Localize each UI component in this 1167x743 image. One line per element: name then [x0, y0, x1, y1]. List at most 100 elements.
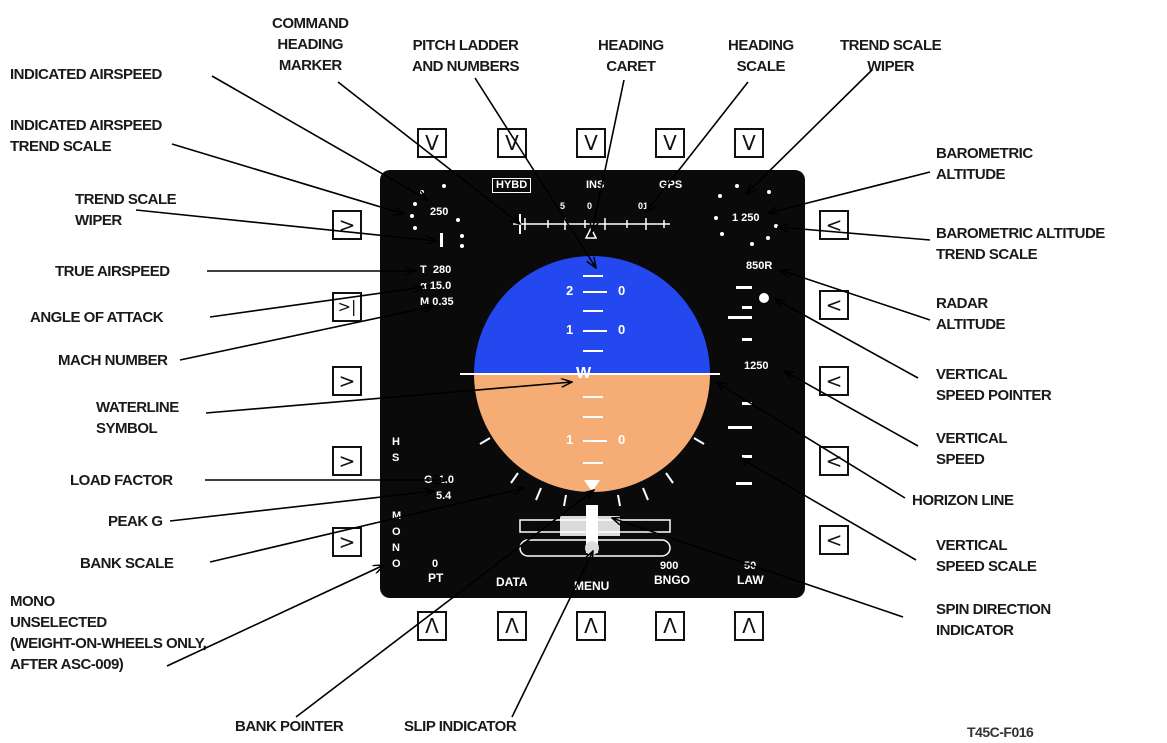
label-bank-scale: BANK SCALE	[80, 555, 174, 572]
bezel-button-right-4[interactable]: <	[819, 446, 849, 476]
pitch-ladder-line	[583, 396, 603, 398]
bezel-button-right-3[interactable]: <	[819, 366, 849, 396]
peak-g: 5.4	[436, 490, 452, 502]
alt-trend-dot	[714, 216, 718, 220]
label-barometric-altitude: BAROMETRIC ALTITUDE	[936, 145, 1033, 183]
pitch-ladder-line	[583, 291, 607, 293]
airspeed-trend-dot	[420, 190, 424, 194]
label-load-factor: LOAD FACTOR	[70, 472, 173, 489]
label-heading-scale: HEADING SCALE	[728, 37, 794, 75]
vs-scale-mark	[742, 306, 752, 309]
bezel-button-right-5[interactable]: <	[819, 525, 849, 555]
alt-trend-dot	[767, 190, 771, 194]
bezel-button-bottom-4[interactable]: Λ	[655, 611, 685, 641]
vertical-speed: 1250	[744, 360, 769, 372]
alt-trend-dot	[720, 232, 724, 236]
bezel-button-bottom-1[interactable]: Λ	[417, 611, 447, 641]
alt-trend-dot	[718, 194, 722, 198]
airspeed-trend-dot	[460, 244, 464, 248]
bezel-button-bottom-5[interactable]: Λ	[734, 611, 764, 641]
pitch-label: 1	[566, 322, 574, 337]
menu-law[interactable]: LAW	[737, 573, 764, 587]
indicated-airspeed: 250	[430, 206, 449, 218]
barometric-altitude: 1 250	[732, 212, 760, 224]
bezel-button-right-1[interactable]: <	[819, 210, 849, 240]
pitch-label: 0	[618, 283, 626, 298]
label-true-airspeed: TRUE AIRSPEED	[55, 263, 170, 280]
label-waterline-symbol: WATERLINE SYMBOL	[96, 399, 179, 437]
vertical-speed-pointer	[759, 293, 769, 303]
menu-bngo[interactable]: BNGO	[654, 573, 690, 587]
vs-scale-mark	[736, 286, 752, 289]
alt-trend-dot	[750, 242, 754, 246]
mono-o2: O	[392, 558, 401, 570]
menu-menu[interactable]: MENU	[574, 579, 610, 593]
bezel-button-left-4[interactable]: >	[332, 446, 362, 476]
bank-pointer	[584, 480, 600, 492]
vs-scale-mark	[736, 482, 752, 485]
heading-caret	[584, 226, 598, 239]
vs-scale-mark	[728, 426, 752, 429]
bezel-button-left-2[interactable]: >|	[332, 292, 362, 322]
label-spin-direction: SPIN DIRECTION INDICATOR	[936, 601, 1051, 639]
vs-scale-mark	[728, 316, 752, 319]
label-indicated-airspeed-trend: INDICATED AIRSPEED TREND SCALE	[10, 117, 162, 155]
bezel-button-top-2[interactable]: V	[497, 128, 527, 158]
bezel-button-top-5[interactable]: V	[734, 128, 764, 158]
bezel-button-top-3[interactable]: V	[576, 128, 606, 158]
nav-source-box: HYBD	[492, 178, 532, 193]
vs-scale-mark	[742, 402, 752, 405]
label-command-heading-marker: COMMAND HEADING MARKER	[272, 15, 349, 74]
mach-number: M 0.35	[420, 296, 454, 308]
hs-h: H	[392, 436, 400, 448]
pitch-label: 2	[566, 283, 574, 298]
document-id: T45C-F016	[967, 724, 1034, 740]
bezel-button-bottom-3[interactable]: Λ	[576, 611, 606, 641]
alt-trend-dot	[735, 184, 739, 188]
label-trend-wiper-left: TREND SCALE WIPER	[75, 191, 177, 229]
ins-label: INS	[586, 179, 605, 191]
label-heading-caret: HEADING CARET	[598, 37, 664, 75]
vs-scale-mark	[742, 455, 752, 458]
airspeed-trend-dot	[460, 234, 464, 238]
pitch-ladder-line	[583, 310, 603, 312]
label-vs-pointer: VERTICAL SPEED POINTER	[936, 366, 1052, 404]
display-screen: 2 0 1 0 1 0 W HYBD INS GPS 5 0 01 250 T …	[380, 170, 805, 598]
bezel-button-left-3[interactable]: >	[332, 366, 362, 396]
bezel-button-top-1[interactable]: V	[417, 128, 447, 158]
alt-trend-dot	[766, 236, 770, 240]
label-indicated-airspeed: INDICATED AIRSPEED	[10, 66, 162, 83]
trend-scale-wiper	[440, 233, 443, 247]
pitch-ladder-line	[583, 462, 603, 464]
sky-half	[474, 256, 710, 374]
bezel-button-bottom-2[interactable]: Λ	[497, 611, 527, 641]
bezel-button-top-4[interactable]: V	[655, 128, 685, 158]
label-baro-alt-trend: BAROMETRIC ALTITUDE TREND SCALE	[936, 225, 1105, 263]
hs-s: S	[392, 452, 400, 464]
load-factor: G 1.0	[424, 474, 454, 486]
pt-value: 0	[432, 558, 439, 570]
bezel-button-right-2[interactable]: <	[819, 290, 849, 320]
bezel-button-left-5[interactable]: >	[332, 527, 362, 557]
menu-data[interactable]: DATA	[496, 575, 528, 589]
menu-pt[interactable]: PT	[428, 571, 444, 585]
label-slip-indicator: SLIP INDICATOR	[404, 718, 517, 735]
gps-label: GPS	[659, 179, 683, 191]
alt-trend-dot	[774, 224, 778, 228]
pitch-ladder-line	[583, 416, 603, 418]
airspeed-trend-dot	[413, 226, 417, 230]
heading-tick-label: 01	[638, 201, 649, 211]
label-vertical-speed: VERTICAL SPEED	[936, 430, 1008, 468]
law-value: 50	[744, 560, 757, 572]
label-peak-g: PEAK G	[108, 513, 163, 530]
bezel-button-left-1[interactable]: >	[332, 210, 362, 240]
pitch-ladder-line	[583, 440, 607, 442]
pitch-ladder-line	[583, 350, 603, 352]
mono-n: N	[392, 542, 400, 554]
pitch-label: 1	[566, 432, 574, 447]
heading-tick-label: 0	[587, 201, 593, 211]
airspeed-trend-dot	[410, 214, 414, 218]
label-horizon-line: HORIZON LINE	[912, 492, 1014, 509]
vs-scale-mark	[742, 338, 752, 341]
